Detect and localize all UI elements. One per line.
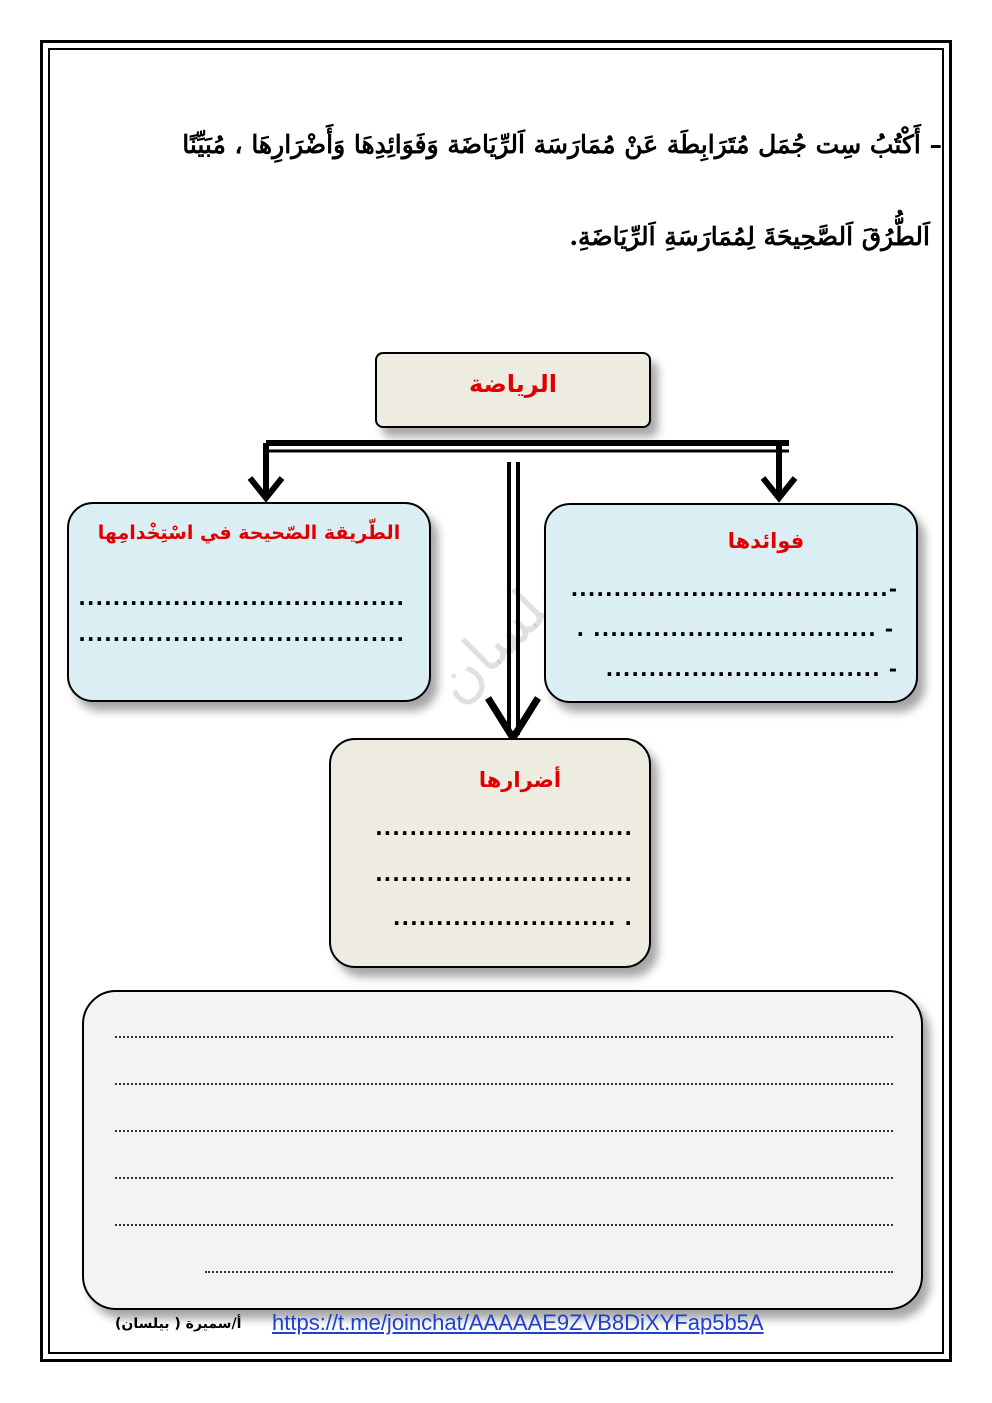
main-topic-box: الرياضة bbox=[375, 352, 651, 428]
writing-line bbox=[205, 1271, 893, 1273]
harms-line-3: . .......................... bbox=[392, 906, 633, 930]
writing-line bbox=[115, 1036, 893, 1038]
author-credit: أ/سميرة ( بيلسان) bbox=[115, 1316, 242, 1332]
writing-line bbox=[115, 1177, 893, 1179]
benefits-box: فوائدها -...............................… bbox=[544, 503, 918, 703]
writing-line bbox=[115, 1224, 893, 1226]
harms-box: أضرارها .............................. .… bbox=[329, 738, 651, 968]
instruction-line-2: اَلطُّرُقَ اَلصَّحِيحَةَ لِمُمَارَسَةِ ا… bbox=[569, 222, 930, 251]
page-border-outer bbox=[40, 40, 952, 1362]
arrow-middle-head bbox=[485, 696, 541, 745]
main-topic-title: الرياضة bbox=[469, 370, 557, 398]
writing-line bbox=[115, 1083, 893, 1085]
harms-line-1: .............................. bbox=[375, 816, 633, 840]
arrow-left-head bbox=[247, 476, 285, 503]
method-line-2: ...................................... bbox=[78, 622, 405, 646]
harms-title: أضرارها bbox=[478, 768, 562, 792]
arrow-right-head bbox=[760, 476, 798, 503]
page-border-inner bbox=[48, 48, 944, 1354]
correct-method-box: الطّريقة الصّحيحة في اسْتِخْدامِها .....… bbox=[67, 502, 431, 702]
telegram-link[interactable]: https://t.me/joinchat/AAAAAE9ZVB8DiXYFap… bbox=[272, 1310, 764, 1335]
instruction-line-1: – أَكْتُبُ سِت جُمَل مُتَرَابِطَة عَنْ م… bbox=[182, 130, 942, 159]
benefits-title: فوائدها bbox=[727, 529, 805, 553]
correct-method-title: الطّريقة الصّحيحة في اسْتِخْدامِها bbox=[97, 522, 401, 544]
writing-area-box bbox=[82, 990, 923, 1310]
harms-line-2: .............................. bbox=[375, 862, 633, 886]
method-line-1: ...................................... bbox=[78, 586, 405, 610]
writing-line bbox=[115, 1130, 893, 1132]
benefits-line-2: - ................................. . bbox=[576, 617, 894, 641]
benefits-line-1: -..................................... bbox=[570, 577, 898, 601]
benefits-line-3: - ................................ bbox=[605, 657, 898, 681]
